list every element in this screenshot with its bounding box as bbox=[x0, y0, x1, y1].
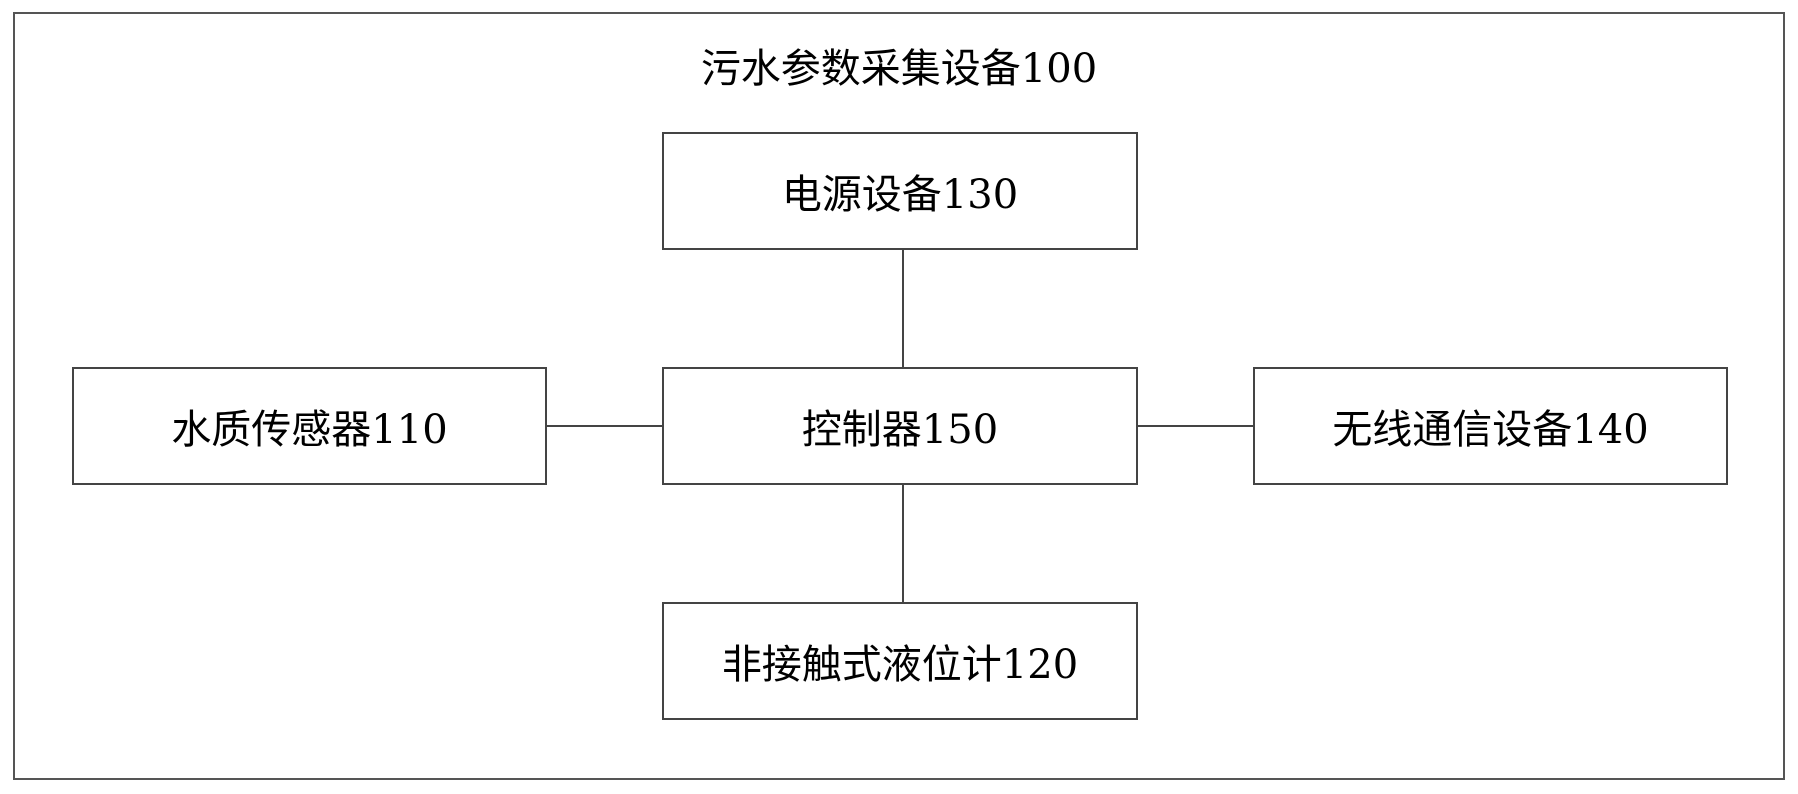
connector-sensor-controller bbox=[545, 425, 662, 427]
wireless-communication-box: 无线通信设备140 bbox=[1253, 367, 1728, 485]
controller-box: 控制器150 bbox=[662, 367, 1138, 485]
connector-controller-level-meter bbox=[902, 483, 904, 604]
level-meter-label: 非接触式液位计120 bbox=[721, 642, 1079, 688]
power-supply-label: 电源设备130 bbox=[781, 172, 1019, 218]
outer-frame bbox=[13, 12, 1785, 780]
water-quality-sensor-label: 水质传感器110 bbox=[171, 407, 448, 453]
wireless-communication-label: 无线通信设备140 bbox=[1332, 407, 1649, 453]
connector-controller-wireless bbox=[1138, 425, 1255, 427]
water-quality-sensor-box: 水质传感器110 bbox=[72, 367, 547, 485]
power-supply-box: 电源设备130 bbox=[662, 132, 1138, 250]
connector-power-controller bbox=[902, 248, 904, 369]
level-meter-box: 非接触式液位计120 bbox=[662, 602, 1138, 720]
controller-label: 控制器150 bbox=[801, 407, 999, 453]
diagram-title: 污水参数采集设备100 bbox=[700, 46, 1098, 92]
